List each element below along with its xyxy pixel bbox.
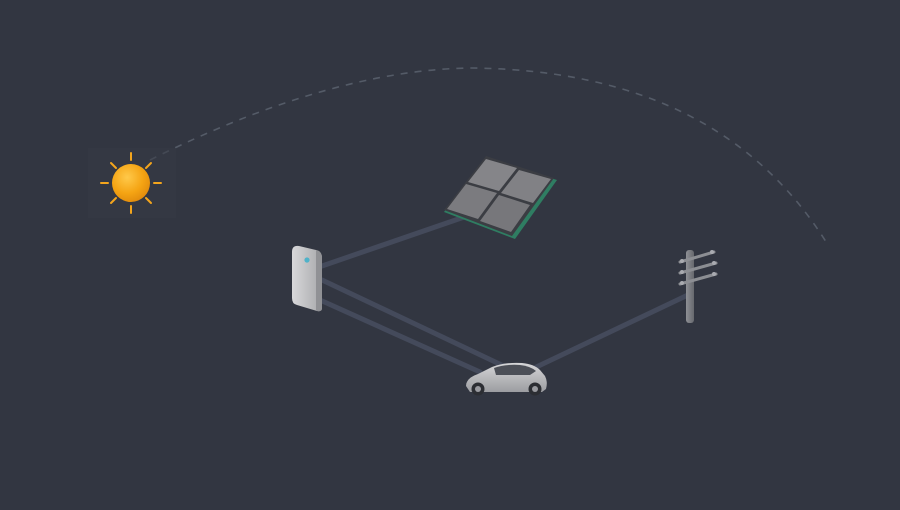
home-battery-icon — [292, 245, 322, 312]
battery-indicator-light — [304, 257, 310, 263]
connection-grid-car — [527, 291, 693, 373]
sun-path-arc — [149, 67, 829, 246]
connection-battery-solar-panel — [319, 212, 473, 269]
connection-battery-car-secondary — [317, 297, 483, 375]
connection-lines — [317, 212, 693, 375]
sun-icon — [88, 148, 176, 218]
solar-panel-icon — [444, 156, 557, 239]
electric-car-icon — [466, 362, 547, 396]
utility-pole-icon — [678, 250, 718, 323]
connection-battery-car — [319, 277, 511, 371]
